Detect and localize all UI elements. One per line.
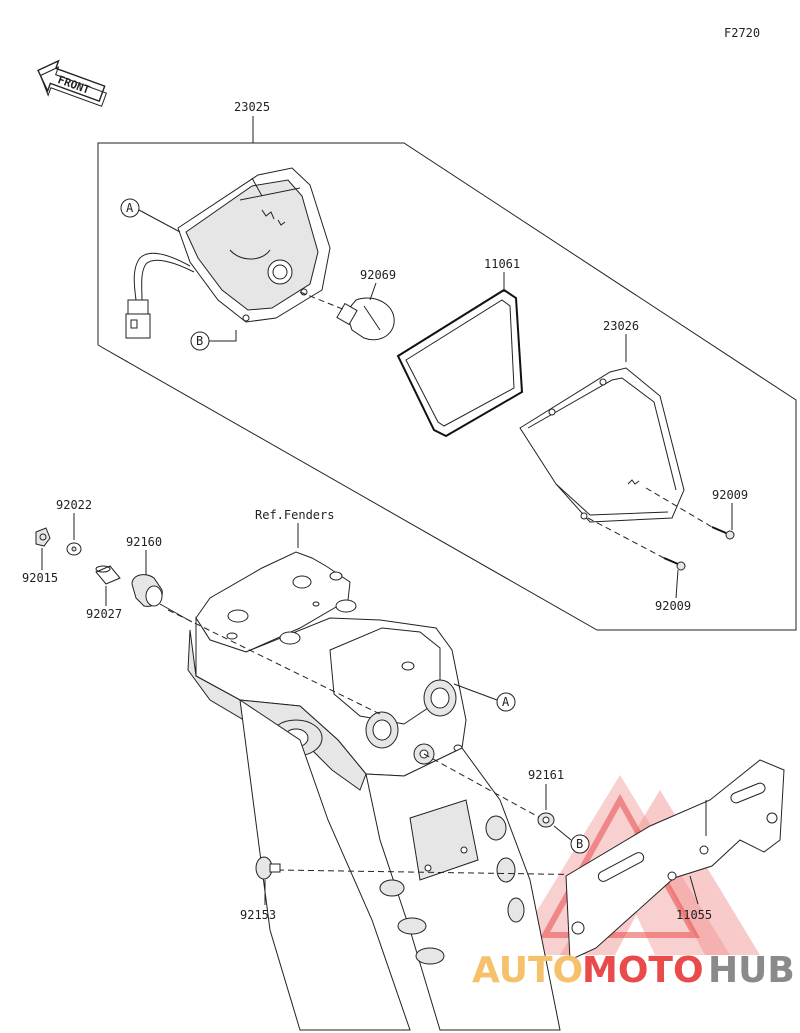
taillight-housing — [177, 167, 331, 323]
gasket — [396, 288, 524, 438]
label-92015: 92015 — [22, 571, 58, 585]
label-11055: 11055 — [676, 908, 712, 922]
ref-fenders-label: Ref.Fenders — [255, 508, 334, 522]
label-92027: 92027 — [86, 607, 122, 621]
label-11061: 11061 — [484, 257, 520, 271]
label-92009-lower: 92009 — [655, 599, 691, 613]
label-92009-upper: 92009 — [712, 488, 748, 502]
front-arrow-icon: FRONT — [37, 59, 108, 107]
grommet-92160 — [131, 574, 163, 607]
figure-code: F2720 — [724, 26, 760, 40]
assembly-frame — [97, 142, 797, 631]
label-23025: 23025 — [234, 100, 270, 114]
label-23026: 23026 — [603, 319, 639, 333]
nut-92015 — [35, 527, 51, 547]
callout-b-lower-label: B — [576, 837, 583, 851]
label-92161: 92161 — [528, 768, 564, 782]
label-92069: 92069 — [360, 268, 396, 282]
callout-a-top-label: A — [126, 201, 134, 215]
bracket-11055 — [565, 759, 785, 961]
bulb — [336, 297, 395, 341]
callout-a-top — [120, 198, 140, 218]
label-92160: 92160 — [126, 535, 162, 549]
screw-upper — [711, 526, 735, 540]
watermark-hub: HUB — [708, 950, 795, 991]
bolt-92153 — [255, 856, 281, 880]
screw-lower — [663, 557, 686, 571]
fender-bracket — [187, 551, 561, 1031]
callout-a-lower-label: A — [502, 695, 510, 709]
watermark-moto: MOTO — [582, 950, 704, 991]
callout-a-lower — [496, 692, 516, 712]
label-92153: 92153 — [240, 908, 276, 922]
washer-92022 — [66, 542, 82, 556]
collar-92027 — [95, 565, 121, 585]
lens — [519, 367, 685, 523]
callout-b-top-label: B — [196, 334, 203, 348]
label-92022: 92022 — [56, 498, 92, 512]
watermark-auto: AUTO — [472, 950, 583, 991]
nut-92161 — [537, 812, 555, 828]
watermark-text: AUTO MOTO HUB — [472, 950, 795, 991]
wire-harness — [125, 252, 195, 339]
callout-b-lower — [570, 834, 590, 854]
